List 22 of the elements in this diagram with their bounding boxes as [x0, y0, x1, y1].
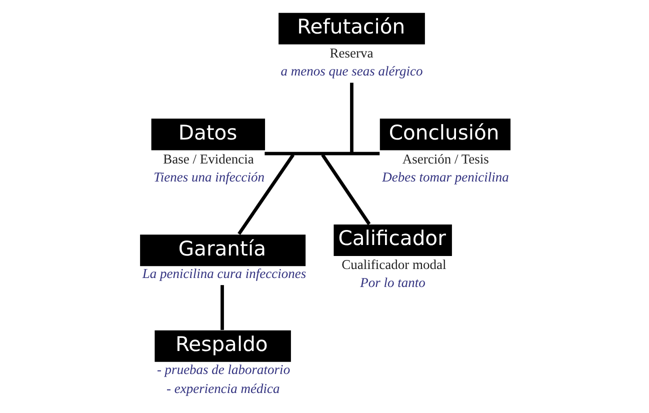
connector [320, 154, 370, 226]
connector [264, 152, 380, 156]
node-label: La penicilina cura infecciones [142, 266, 306, 282]
node-box: Refutación [278, 12, 424, 44]
node-label: a menos que seas alérgico [280, 63, 422, 78]
node-label: Reserva [329, 45, 373, 60]
connector [237, 154, 294, 235]
node-label: - pruebas de laboratorio [156, 362, 290, 377]
node-box: Calificador [333, 224, 452, 256]
connector [350, 82, 353, 152]
node-box: Conclusión [379, 118, 510, 150]
node-box: Respaldo [154, 330, 290, 362]
node-label: Debes tomar penicilina [382, 169, 508, 184]
node-box: Garantía [140, 234, 306, 266]
node-label: Aserción / Tesis [402, 151, 488, 166]
node-label: Cualificador modal [341, 257, 446, 272]
node-label: Tienes una infección [153, 169, 264, 184]
node-label: Base / Evidencia [162, 151, 254, 166]
node-box: Datos [150, 118, 265, 150]
connector [220, 285, 224, 330]
node-label: - experiencia médica [166, 380, 280, 396]
node-label: Por lo tanto [360, 275, 425, 290]
